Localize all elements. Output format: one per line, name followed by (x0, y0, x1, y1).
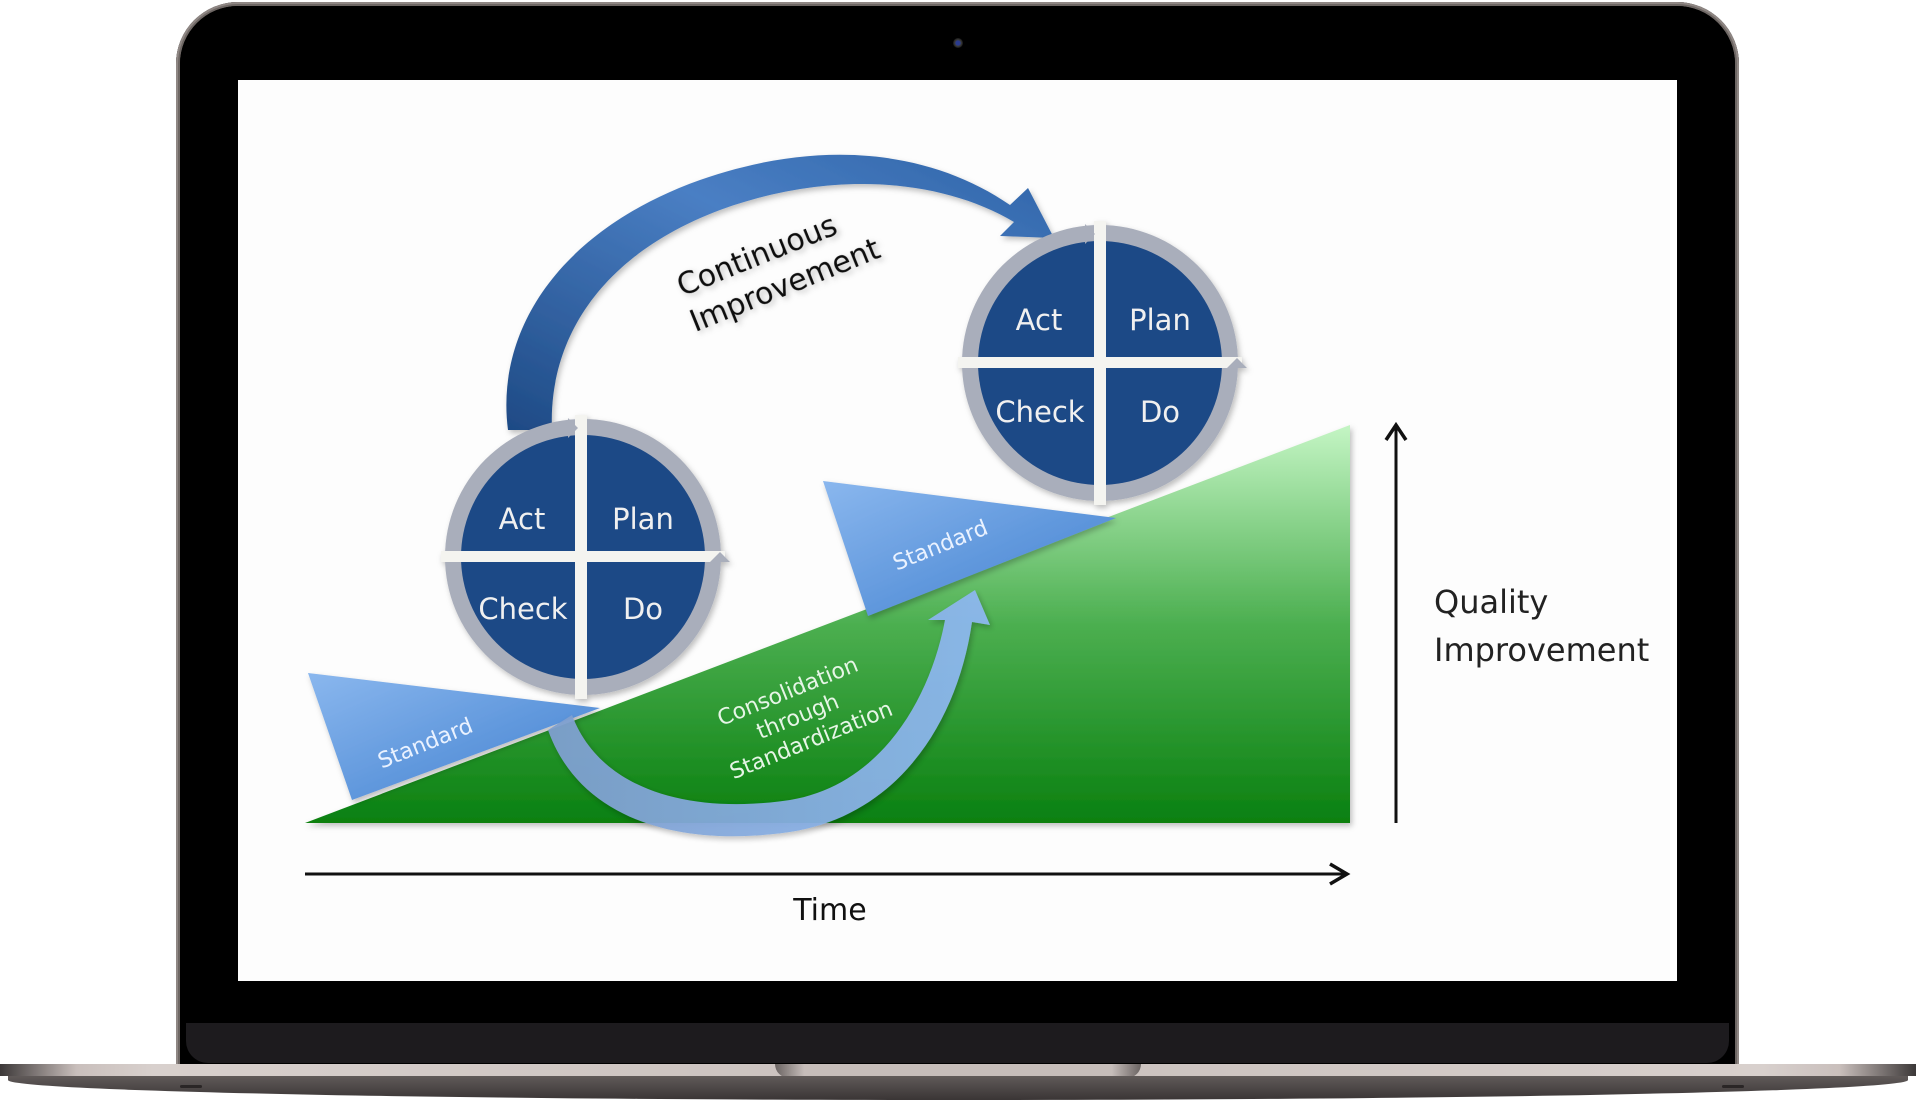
base-bottom (8, 1076, 1908, 1100)
laptop-base (0, 1064, 1916, 1102)
cycle-2-act: Act (1016, 303, 1063, 337)
cycle-2-check: Check (995, 395, 1084, 429)
consolidation-arrow (548, 590, 990, 837)
cycle-1-do: Do (623, 592, 663, 626)
cycle-2-plan: Plan (1129, 303, 1191, 337)
quality-line-1: Quality (1434, 583, 1548, 621)
foot-right (1722, 1085, 1744, 1088)
screen: Standard Standard Consolidation through … (238, 80, 1677, 981)
standard-wedge-1 (308, 673, 600, 800)
webcam-icon (953, 38, 963, 48)
quality-axis-label: Quality Improvement (1434, 583, 1649, 669)
standard-wedge-2 (823, 481, 1116, 616)
continuous-improvement-text: Continuous Improvement (671, 196, 886, 339)
pdca-cycle-1: Act Plan Check Do (441, 415, 730, 699)
time-axis-label: Time (792, 893, 866, 928)
quality-line-2: Improvement (1434, 631, 1649, 669)
cycle-2-do: Do (1140, 395, 1180, 429)
bezel-chin (186, 1023, 1729, 1063)
time-axis (305, 862, 1351, 886)
foot-left (180, 1085, 202, 1088)
pdca-diagram: Standard Standard Consolidation through … (305, 154, 1649, 928)
pdca-cycle-2: Act Plan Check Do (958, 221, 1247, 505)
cycle-1-plan: Plan (612, 502, 674, 536)
quality-axis (1384, 421, 1408, 823)
cycle-1-act: Act (499, 502, 546, 536)
cycle-1-check: Check (478, 592, 567, 626)
trackpad-notch (775, 1064, 1141, 1078)
continuous-improvement-arrow (506, 154, 1054, 430)
